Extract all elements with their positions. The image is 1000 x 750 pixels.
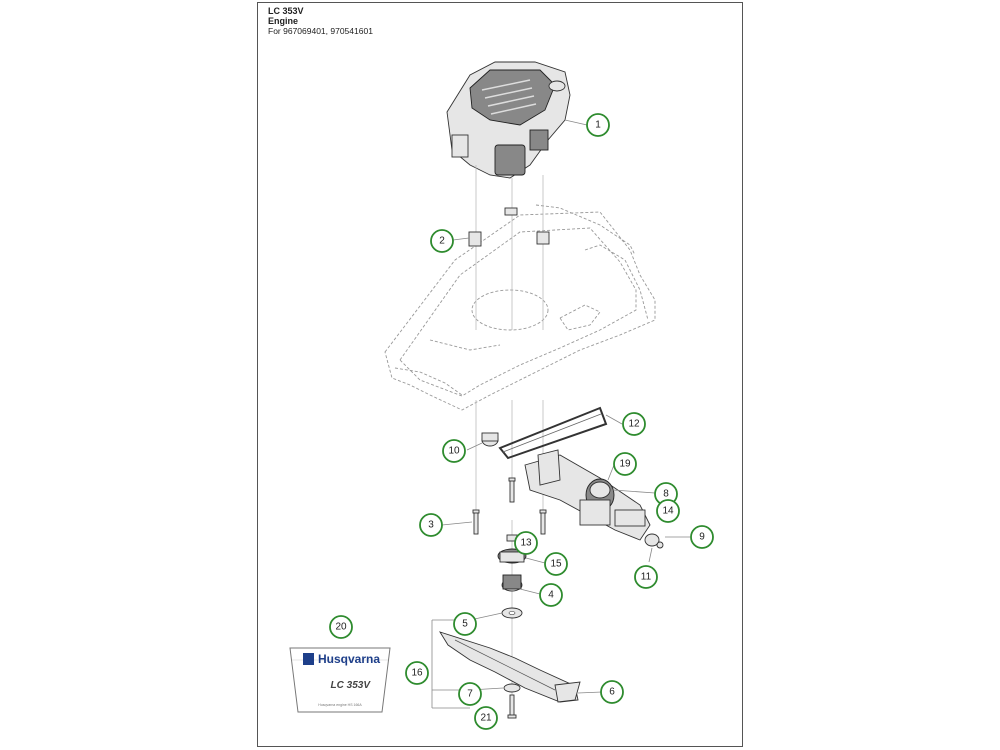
drive-belt [498,406,608,460]
svg-text:14: 14 [662,506,674,517]
svg-text:6: 6 [609,687,615,698]
callout-20: 20 [329,615,353,639]
model-title: LC 353V [268,6,304,16]
sheet-header: LC 353V Engine For 967069401, 970541601 [268,6,373,37]
callout-4: 4 [539,583,563,607]
mower-deck [384,204,656,411]
spacer-part [468,207,550,247]
svg-text:8: 8 [663,489,669,500]
callout-7: 7 [458,682,482,706]
svg-text:13: 13 [520,538,532,549]
blade-adapter [497,548,527,592]
applicable-models: For 967069401, 970541601 [268,26,373,36]
callout-3: 3 [419,513,443,537]
callout-19: 19 [613,452,637,476]
callout-1: 1 [586,113,610,137]
callout-2: 2 [430,229,454,253]
section-title: Engine [268,16,299,26]
callout-10: 10 [442,439,466,463]
decal-model: LC 353V [331,680,372,691]
svg-text:15: 15 [550,559,562,570]
svg-text:21: 21 [480,713,492,724]
wheel-fastener [644,533,664,549]
svg-text:2: 2 [439,236,445,247]
svg-text:12: 12 [628,419,640,430]
callout-5: 5 [453,612,477,636]
callout-13: 13 [514,531,538,555]
callout-15: 15 [544,552,568,576]
pulley-part [481,432,499,447]
decal-fine-print: Husqvarna engine HS 166A [318,703,362,707]
callout-12: 12 [622,412,646,436]
engine-bolts [472,477,547,535]
callout-16: 16 [405,661,429,685]
husqvarna-crown-icon [303,653,314,665]
callout-6: 6 [600,680,624,704]
callout-9: 9 [690,525,714,549]
mower-blade [438,631,581,703]
svg-text:20: 20 [335,622,347,633]
svg-text:19: 19 [619,459,631,470]
svg-text:1: 1 [595,120,601,131]
callout-14: 14 [656,499,680,523]
svg-text:9: 9 [699,532,705,543]
blade-washer-upper [501,607,523,619]
svg-text:4: 4 [548,590,554,601]
transmission-assembly [524,449,651,541]
svg-text:5: 5 [462,619,468,630]
svg-text:3: 3 [428,520,434,531]
svg-text:7: 7 [467,689,473,700]
svg-text:11: 11 [641,572,652,583]
decal-brand: Husqvarna [318,652,380,666]
callout-11: 11 [634,565,658,589]
callout-21: 21 [474,706,498,730]
leader-lines [441,119,690,694]
blade-bolt [507,694,517,719]
svg-text:16: 16 [411,668,423,679]
svg-text:10: 10 [448,446,460,457]
decal-label-part: Husqvarna LC 353V Husqvarna engine HS 16… [289,647,391,713]
blade-washer-lower [503,683,521,693]
engine-part [446,61,571,179]
